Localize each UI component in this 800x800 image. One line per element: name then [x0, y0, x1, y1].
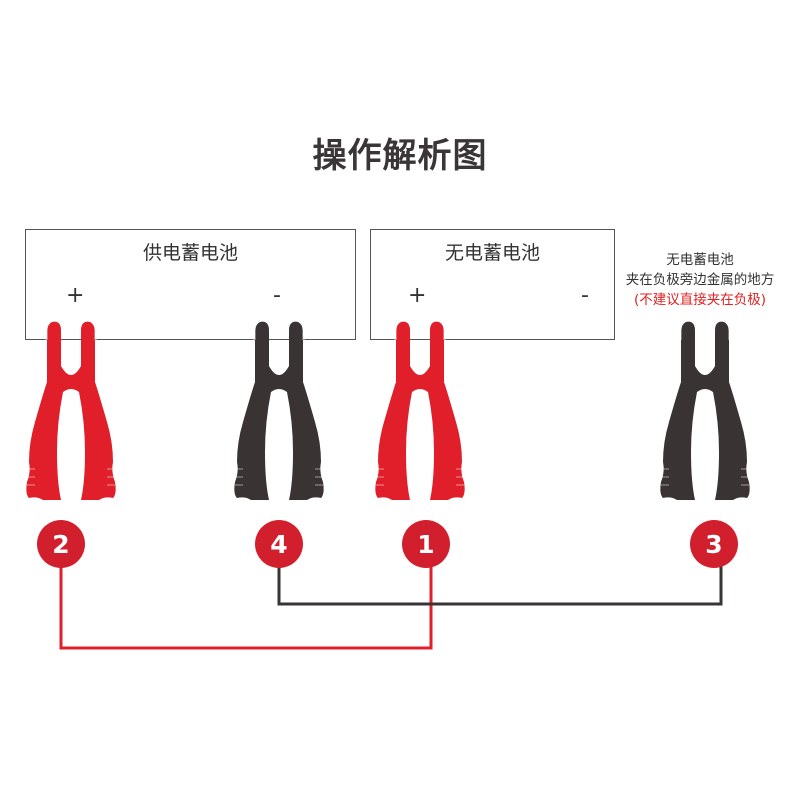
step-badge-3: 3 [690, 520, 738, 568]
red-clamp-supply-positive [26, 322, 115, 500]
black-clamp-dead-ground [660, 322, 749, 500]
step-badge-4: 4 [255, 520, 303, 568]
red-jumper-wire [61, 544, 431, 648]
step-badge-2: 2 [37, 520, 85, 568]
step-number-4: 4 [270, 530, 287, 559]
step-number-3: 3 [705, 530, 722, 559]
step-badge-1: 1 [402, 520, 450, 568]
black-jumper-wire [279, 544, 721, 604]
red-clamp-dead-positive [375, 322, 464, 500]
step-number-2: 2 [52, 530, 69, 559]
black-clamp-supply-negative [234, 322, 323, 500]
step-number-1: 1 [417, 530, 434, 559]
